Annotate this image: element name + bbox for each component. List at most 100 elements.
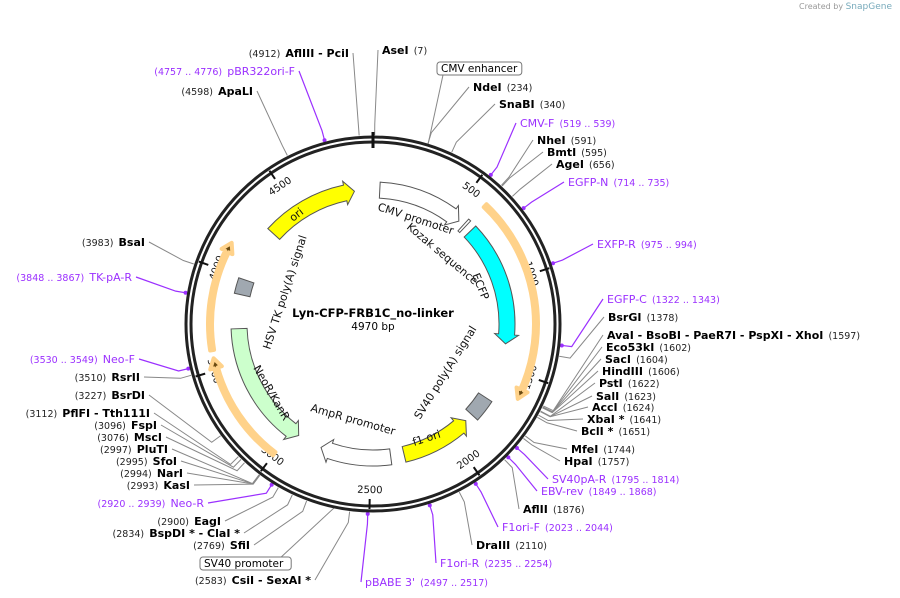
enzyme-label[interactable]: (2993) KasI (127, 474, 190, 493)
feature-sv40-poly-a-signal[interactable] (465, 392, 493, 421)
enzyme-label[interactable]: BsrGI (1378) (608, 306, 678, 325)
primer-label[interactable]: SV40pA-R (1795 .. 1814) (552, 468, 679, 487)
enzyme-label[interactable]: (2769) SfiI (193, 534, 250, 553)
primer-name: CMV-F (520, 117, 554, 130)
enzyme-label[interactable]: BmtI (595) (547, 141, 607, 160)
primer-name: EBV-rev (541, 485, 584, 498)
feature-hsv-tk-poly-a-signal[interactable] (233, 277, 255, 298)
enzyme-label[interactable]: AflII (1876) (523, 498, 585, 517)
enzyme-position: (3510) (75, 373, 107, 384)
primer-leader (515, 446, 549, 480)
feature-cmv-promoter[interactable] (378, 181, 460, 226)
boxed-feature-leader (280, 507, 335, 558)
enzyme-leader (352, 52, 360, 136)
feature-ori[interactable] (267, 179, 356, 241)
enzyme-leader (501, 151, 544, 187)
enzyme-label[interactable]: (3510) RsrII (75, 366, 140, 385)
primer-position: (2023 .. 2044) (545, 523, 613, 534)
enzyme-leader (160, 424, 242, 468)
enzyme-label[interactable]: SnaBI (340) (499, 93, 565, 112)
enzyme-label[interactable]: AgeI (656) (556, 153, 615, 172)
enzyme-label[interactable]: (2900) EagI (157, 510, 221, 529)
primer-label[interactable]: EGFP-N (714 .. 735) (568, 171, 669, 190)
feature-neor-kanr[interactable] (230, 327, 300, 441)
enzyme-label[interactable]: (2834) BspDI * - ClaI * (113, 522, 241, 541)
enzyme-label[interactable]: (2994) NarI (120, 462, 183, 481)
enzyme-position: (3096) (94, 421, 126, 432)
enzyme-position: (2997) (100, 445, 132, 456)
enzyme-label[interactable]: MfeI (1744) (571, 438, 635, 457)
enzyme-label[interactable]: (3112) PflFI - Tth111I (26, 402, 150, 421)
enzyme-name: NarI (157, 467, 183, 480)
feature-label-hsv-tk-polya[interactable]: HSV TK poly(A) signal (260, 234, 309, 351)
enzyme-name: AflIII - PciI (285, 47, 349, 60)
enzyme-label[interactable]: HindIII (1606) (602, 360, 680, 379)
enzyme-name: SfiI (230, 539, 250, 552)
enzyme-name: BclI * (581, 425, 614, 438)
enzyme-name: AflII (523, 503, 548, 516)
feature-label-ampr-promoter[interactable]: AmpR promoter (309, 401, 397, 438)
primer-label[interactable]: EGFP-C (1322 .. 1343) (607, 288, 720, 307)
enzyme-leader (504, 459, 520, 510)
enzyme-position: (1757) (598, 457, 630, 468)
enzyme-position: (2834) (113, 529, 145, 540)
primer-position: (714 .. 735) (613, 178, 669, 189)
orf-arc[interactable] (208, 356, 278, 458)
enzyme-label[interactable]: AvaI - BsoBI - PaeR7I - PspXI - XhoI (15… (607, 324, 860, 343)
primer-label[interactable]: EBV-rev (1849 .. 1868) (541, 480, 657, 499)
enzyme-label[interactable]: (3227) BsrDI (75, 384, 145, 403)
enzyme-leader (224, 487, 279, 522)
enzyme-label[interactable]: DraIII (2110) (476, 534, 547, 553)
enzyme-label[interactable]: XbaI * (1641) (587, 408, 661, 427)
primer-label[interactable]: F1ori-R (2235 .. 2254) (440, 552, 552, 571)
feature-ampr-promoter[interactable] (320, 438, 393, 467)
enzyme-label[interactable]: HpaI (1757) (564, 450, 629, 469)
primer-label[interactable]: EXFP-R (975 .. 994) (597, 233, 697, 252)
enzyme-label[interactable]: SalI (1623) (596, 385, 656, 404)
primer-label[interactable]: (4757 .. 4776) pBR322ori-F (154, 60, 295, 79)
feature-f1-ori[interactable] (401, 416, 467, 463)
enzyme-label[interactable]: NdeI (234) (473, 76, 532, 95)
primer-label[interactable]: (3530 .. 3549) Neo-F (30, 348, 135, 367)
primer-label[interactable]: (2920 .. 2939) Neo-R (98, 492, 205, 511)
enzyme-label[interactable]: SacI (1604) (605, 348, 668, 367)
enzyme-label[interactable]: (3076) MscI (97, 426, 162, 445)
feature-ecfp[interactable] (463, 225, 521, 345)
enzyme-label[interactable]: BclI * (1651) (581, 420, 650, 439)
orf-arc[interactable] (206, 240, 235, 353)
boxed-feature-box[interactable] (436, 61, 523, 76)
primer-name: pBR322ori-F (227, 65, 295, 78)
enzyme-position: (1876) (553, 505, 585, 516)
enzyme-label[interactable]: PstI (1622) (599, 372, 659, 391)
primer-name: Neo-R (170, 497, 204, 510)
primer-label[interactable]: F1ori-F (2023 .. 2044) (502, 516, 613, 535)
enzyme-label[interactable]: NheI (591) (537, 129, 596, 148)
enzyme-label[interactable]: (3096) FspI (94, 414, 157, 433)
enzyme-label[interactable]: (4912) AflIII - PciI (249, 42, 349, 61)
enzyme-label[interactable]: AseI (7) (382, 39, 427, 58)
boxed-feature-box[interactable] (199, 556, 292, 571)
enzyme-leader (451, 103, 496, 153)
enzyme-position: (1641) (630, 415, 662, 426)
enzyme-leader (148, 394, 221, 443)
credit-text: Created by (799, 2, 844, 11)
enzyme-label[interactable]: AccI (1624) (592, 396, 654, 415)
enzyme-label[interactable]: Eco53kI (1602) (606, 336, 691, 355)
primer-position: (4757 .. 4776) (154, 67, 222, 78)
enzyme-label[interactable]: (2997) PluTI (100, 438, 168, 457)
enzyme-name: SalI (596, 390, 619, 403)
enzyme-position: (1651) (618, 427, 650, 438)
snapgene-logo: SnapGene (845, 2, 892, 12)
tick-mark (195, 372, 206, 378)
orf-arc[interactable] (481, 202, 540, 401)
primer-label[interactable]: CMV-F (519 .. 539) (520, 112, 615, 131)
enzyme-label[interactable]: (4598) ApaLI (181, 80, 253, 99)
enzyme-leader (501, 139, 534, 186)
enzyme-position: (2900) (157, 517, 189, 528)
enzyme-label[interactable]: (2995) SfoI (116, 450, 177, 469)
primer-label[interactable]: pBABE 3' (2497 .. 2517) (365, 571, 488, 590)
feature-kozak-sequence[interactable] (457, 218, 472, 234)
enzyme-label[interactable]: (2583) CsiI - SexAI * (195, 569, 311, 588)
primer-label[interactable]: (3848 .. 3867) TK-pA-R (16, 266, 132, 285)
enzyme-label[interactable]: (3983) BsaI (82, 231, 145, 250)
